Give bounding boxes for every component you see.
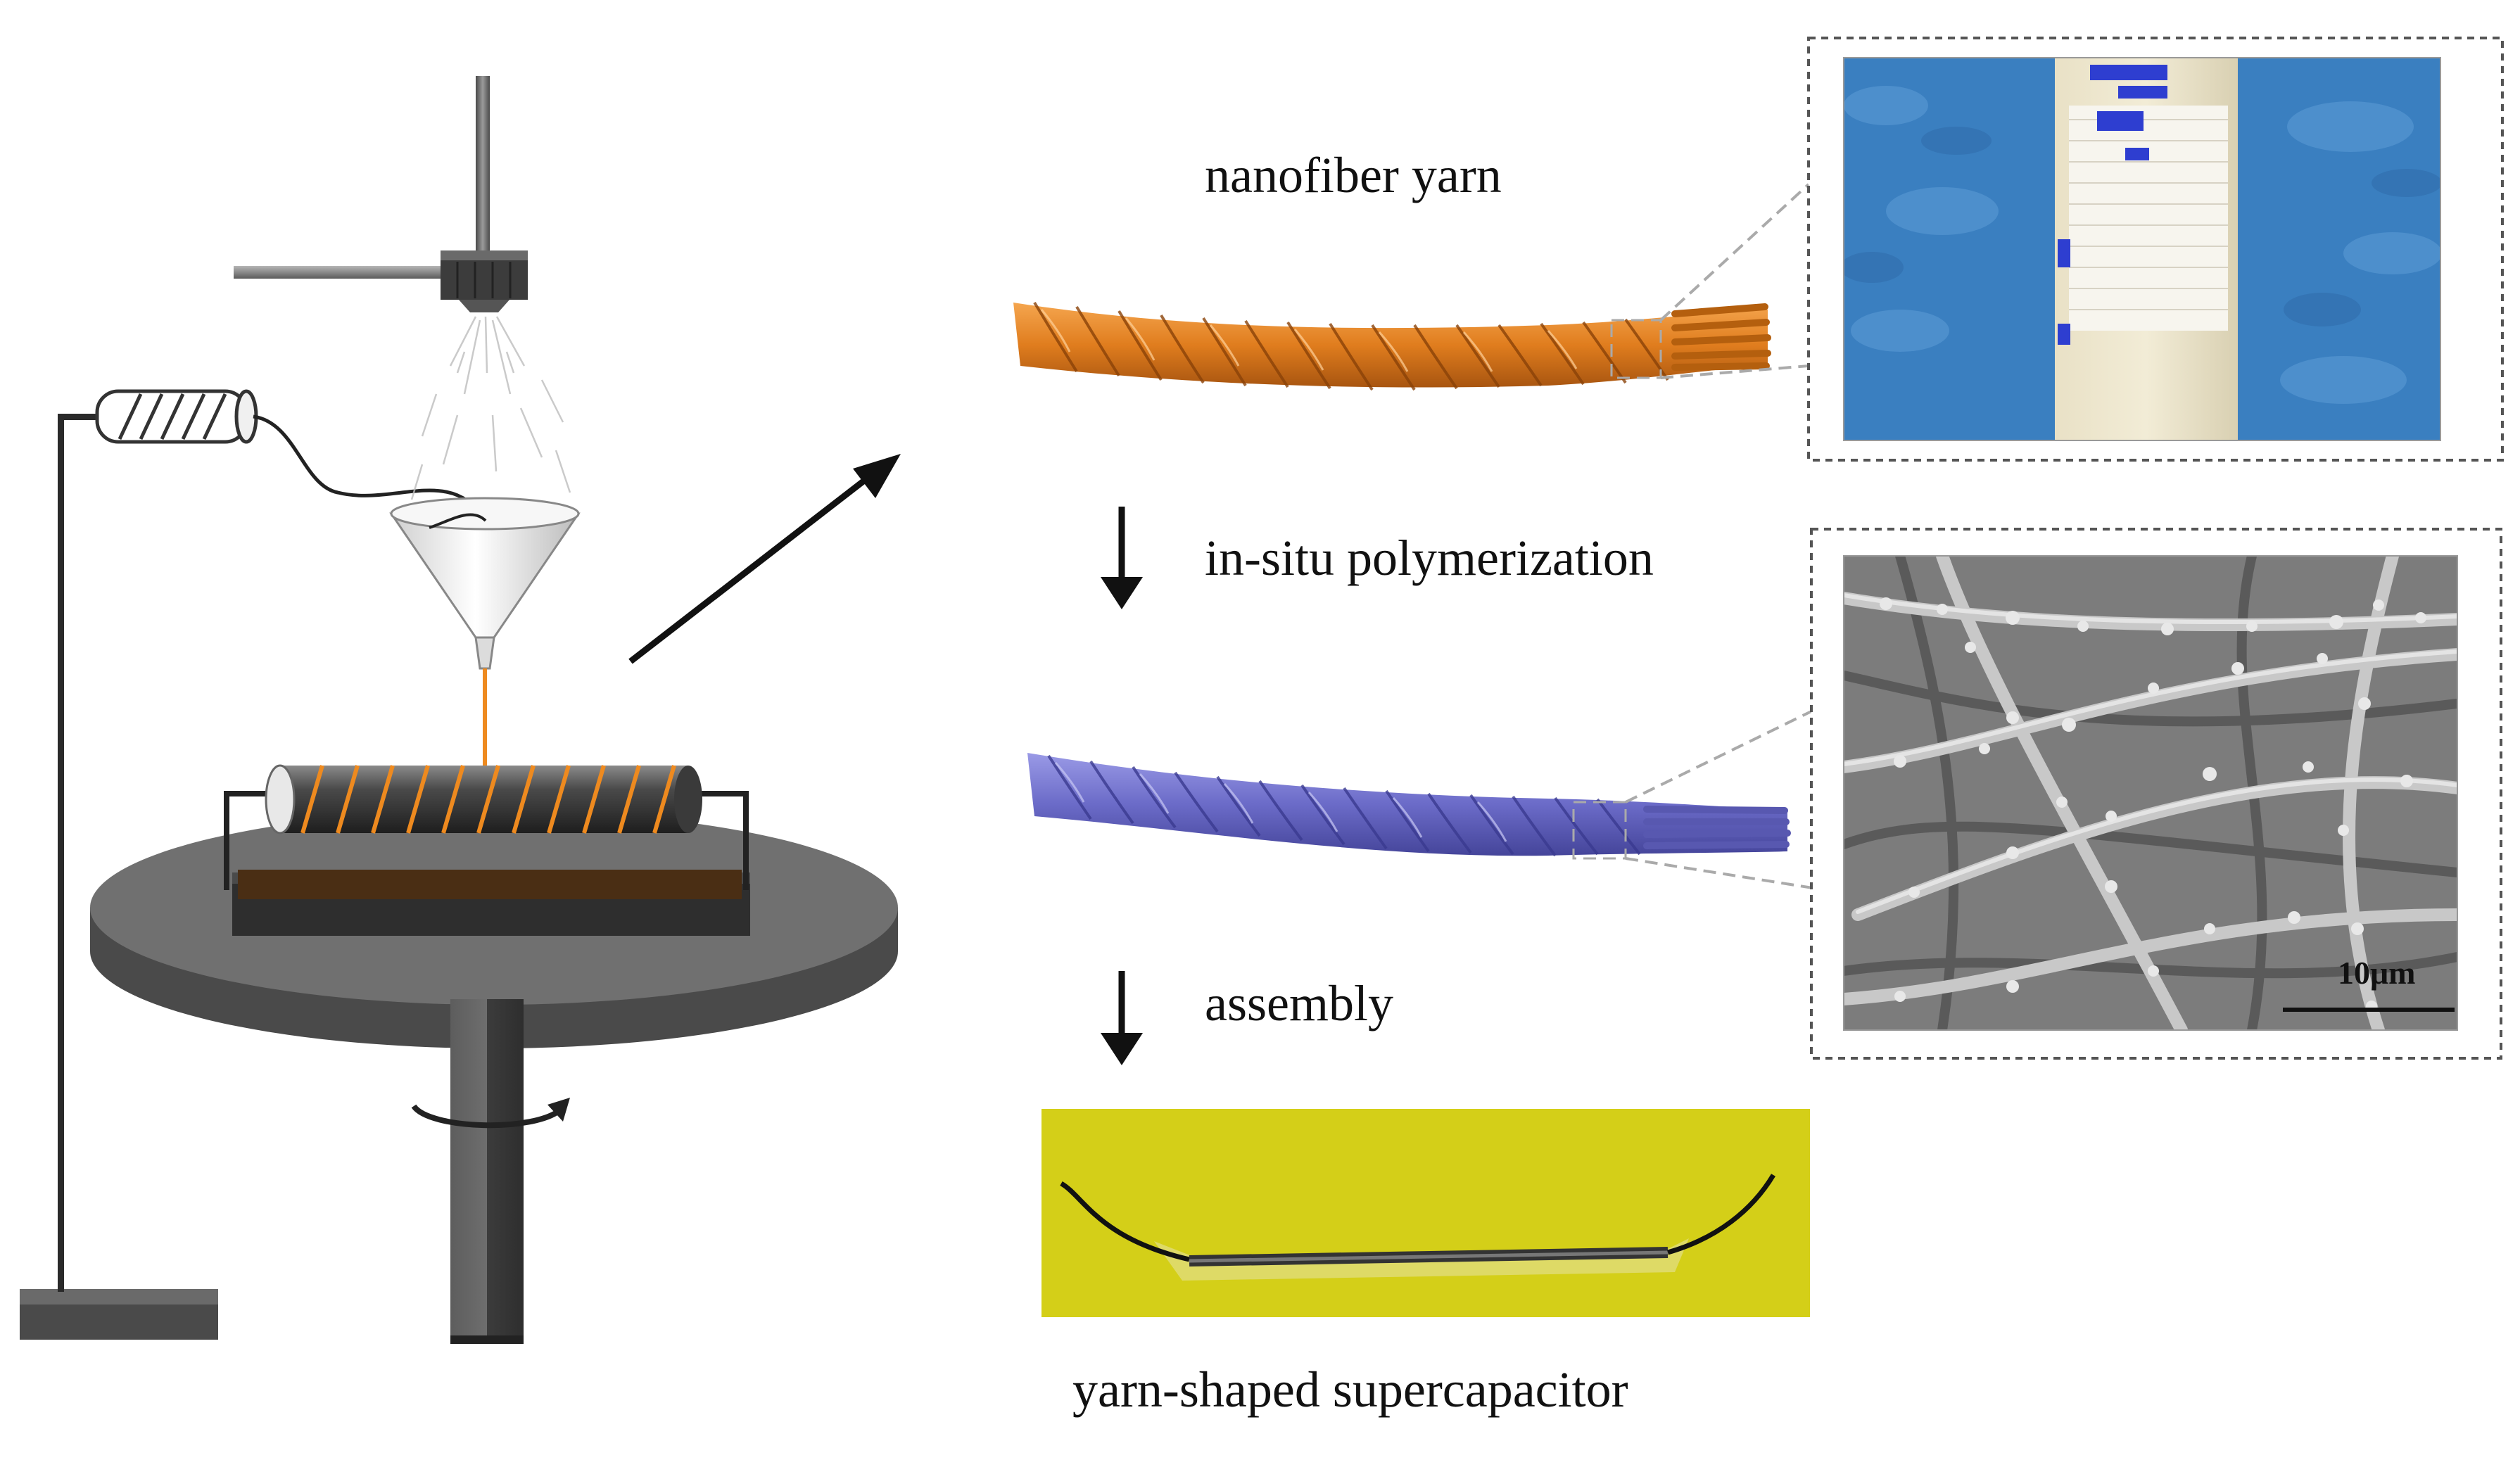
label-assembly: assembly <box>1205 975 1393 1031</box>
stand-arm <box>58 414 101 420</box>
yarn-spool <box>95 389 258 444</box>
label-in-situ-polymerization: in-situ polymerization <box>1205 530 1654 586</box>
label-supercapacitor: yarn-shaped supercapacitor <box>1072 1361 1628 1418</box>
stand-base-top <box>20 1289 218 1305</box>
down-arrow-assembly-icon <box>1101 971 1143 1065</box>
sem-image-inset <box>1810 528 2502 1060</box>
orange-zoom-lines <box>1610 183 1810 379</box>
brown-strip <box>238 870 742 899</box>
collector-roller <box>265 764 702 834</box>
supercapacitor-photo <box>1041 1109 1810 1317</box>
left-support-wire <box>224 791 276 890</box>
yarn-photo-inset <box>1807 37 2504 462</box>
purple-zoom-lines <box>1572 709 1813 889</box>
funnel <box>389 497 581 670</box>
orange-jet <box>483 668 487 774</box>
turntable-pole <box>450 999 524 1344</box>
rotation-arrow-icon <box>411 1098 570 1129</box>
purple-polymerized-yarn <box>1027 753 1791 857</box>
down-arrow-polymerization-icon <box>1101 507 1143 609</box>
orange-nanofiber-yarn <box>1013 301 1771 391</box>
vertical-rod <box>476 76 490 252</box>
process-arrow-icon <box>628 454 901 664</box>
scale-bar <box>2283 1008 2455 1012</box>
right-support-wire <box>697 791 749 890</box>
electrospinning-apparatus <box>20 76 898 1344</box>
label-nanofiber-yarn: nanofiber yarn <box>1205 147 1502 203</box>
stand-pole <box>58 414 64 1292</box>
yarn-feed-line <box>253 414 488 522</box>
spray-mist <box>410 316 571 500</box>
horizontal-rod <box>234 266 445 279</box>
scale-bar-label: 10μm <box>2338 955 2416 991</box>
